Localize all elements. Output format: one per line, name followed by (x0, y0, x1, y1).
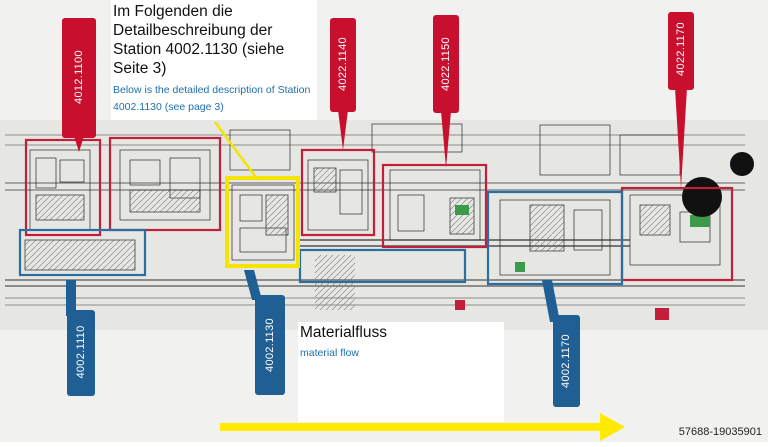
callout-german-line: Seite 3) (113, 60, 167, 77)
machine-details (24, 123, 721, 276)
callout-german-line: Station 4002.1130 (siehe (113, 41, 285, 58)
black-round-element-edge (730, 152, 754, 176)
station-description-callout: Im Folgenden die Detailbeschreibung der … (111, 0, 317, 120)
material-flow-callout: Materialfluss material flow (298, 322, 504, 422)
callout-english-text: Below is the detailed description of Sta… (113, 82, 319, 116)
tag-label-4002-1110: 4002.1110 (75, 325, 87, 379)
tag-label-4022-1150: 4022.1150 (440, 37, 452, 91)
tag-label-4012-1100: 4012.1100 (73, 50, 85, 104)
tag-4022-1150 (433, 15, 459, 168)
callout-german-line: Detailbeschreibung der (113, 22, 273, 39)
tag-4022-1140 (330, 18, 356, 150)
tag-4012-1100 (62, 18, 96, 152)
tag-4002-1130 (244, 270, 285, 395)
material-flow-arrow (220, 413, 625, 441)
tag-4022-1170 (668, 12, 694, 188)
tag-label-4022-1170: 4022.1170 (675, 22, 687, 76)
tag-4002-1110 (66, 280, 95, 396)
highlight-station-4002-1130 (225, 176, 300, 268)
tag-4002-1170 (542, 280, 580, 407)
callout-english-line: Below is the detailed description of Sta… (113, 84, 311, 96)
callout-german-line: Im Folgenden die (113, 3, 233, 20)
material-flow-german: Materialfluss (300, 324, 387, 341)
tag-label-4002-1130: 4002.1130 (264, 318, 276, 372)
red-part (655, 308, 669, 320)
tag-label-4022-1140: 4022.1140 (337, 37, 349, 91)
callout-german-text: Im Folgenden die Detailbeschreibung der … (113, 2, 317, 78)
callout-english-line: 4002.1130 (see page 3) (113, 101, 224, 113)
material-flow-english: material flow (300, 347, 359, 359)
black-round-element (682, 177, 722, 217)
tag-label-4002-1170: 4002.1170 (560, 334, 572, 388)
red-part (455, 300, 465, 310)
green-components (455, 205, 710, 272)
highlight-pointer-line (213, 121, 260, 181)
watermark-id: 57688-19035901 (678, 426, 762, 438)
